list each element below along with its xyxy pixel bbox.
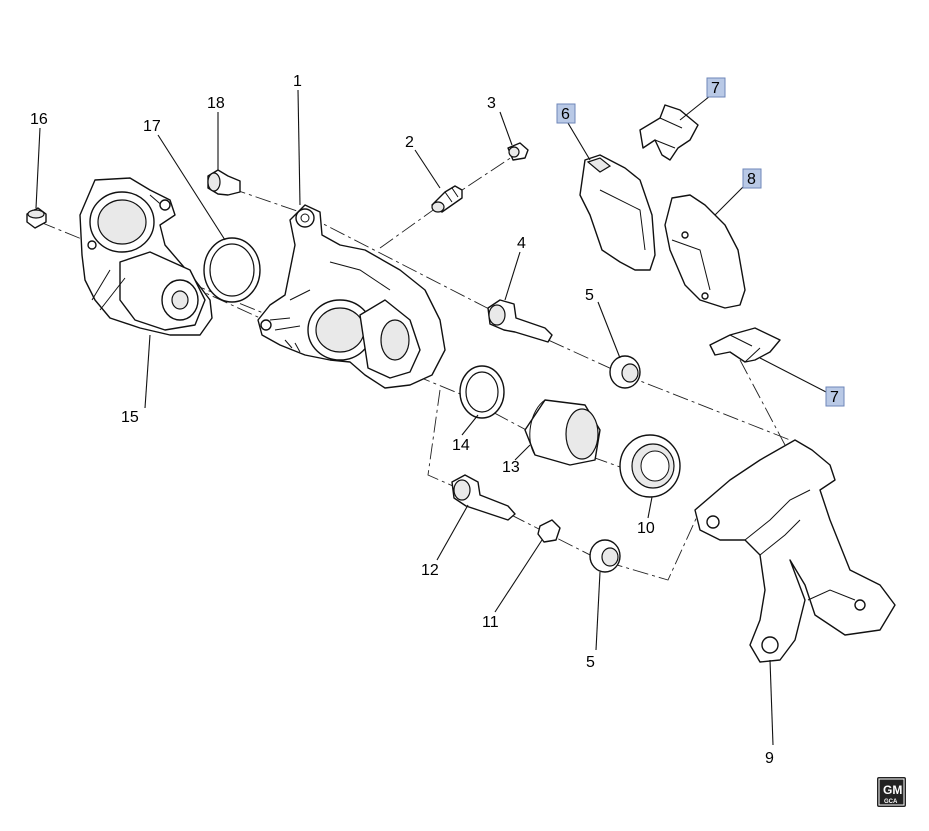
boot-part-5-upper (609, 355, 641, 389)
callout-10: 10 (637, 520, 655, 537)
gm-logo: GM GCA (877, 777, 906, 807)
brake-pad-part-6 (579, 154, 656, 271)
callout-7-lower: 7 (830, 389, 839, 406)
caliper-housing-part-1 (257, 204, 446, 389)
callout-13: 13 (502, 459, 520, 476)
abutment-clip-part-7-upper (639, 104, 699, 161)
guide-pin-bolt-part-12 (451, 474, 516, 521)
bolt-part-18 (207, 169, 241, 196)
piston-part-13 (524, 399, 601, 466)
callout-15: 15 (121, 409, 139, 426)
callout-5-lower: 5 (586, 654, 595, 671)
callout-5-upper: 5 (585, 287, 594, 304)
callout-12: 12 (421, 562, 439, 579)
callout-17: 17 (143, 118, 161, 135)
callout-18: 18 (207, 95, 225, 112)
caliper-bracket-part-9 (694, 439, 896, 663)
callout-7-upper: 7 (711, 80, 720, 97)
callout-16: 16 (30, 111, 48, 128)
abutment-clip-part-7-lower (709, 327, 781, 363)
bushing-part-11 (537, 519, 561, 543)
callout-4: 4 (517, 235, 526, 252)
callout-6-highlight (556, 103, 576, 124)
guide-pin-bolt-part-4 (487, 299, 553, 343)
callout-2: 2 (405, 134, 414, 151)
o-ring-part-17 (203, 237, 261, 303)
bleeder-cap-part-16 (26, 207, 47, 229)
callout-8: 8 (747, 171, 756, 188)
callout-7b-highlight (825, 386, 845, 407)
bleeder-cap-part-3 (507, 142, 529, 161)
piston-seal-part-14 (459, 365, 505, 419)
piston-boot-part-10 (619, 434, 681, 498)
callout-9: 9 (765, 750, 774, 767)
boot-part-5-lower (589, 539, 621, 573)
callout-1: 1 (293, 73, 302, 90)
callout-11: 11 (482, 614, 499, 631)
gm-logo-text: GM (883, 783, 902, 797)
callout-14: 14 (452, 437, 470, 454)
callout-7a-highlight (706, 77, 726, 98)
leader-lines (35, 89, 829, 746)
callout-3: 3 (487, 95, 496, 112)
brake-pad-part-8 (664, 194, 746, 309)
bleeder-valve-part-2 (431, 185, 463, 213)
callout-8-highlight (742, 168, 762, 189)
actuator-motor-part-15 (79, 177, 213, 336)
gm-logo-subtext: GCA (884, 799, 898, 805)
callout-6: 6 (561, 106, 570, 123)
